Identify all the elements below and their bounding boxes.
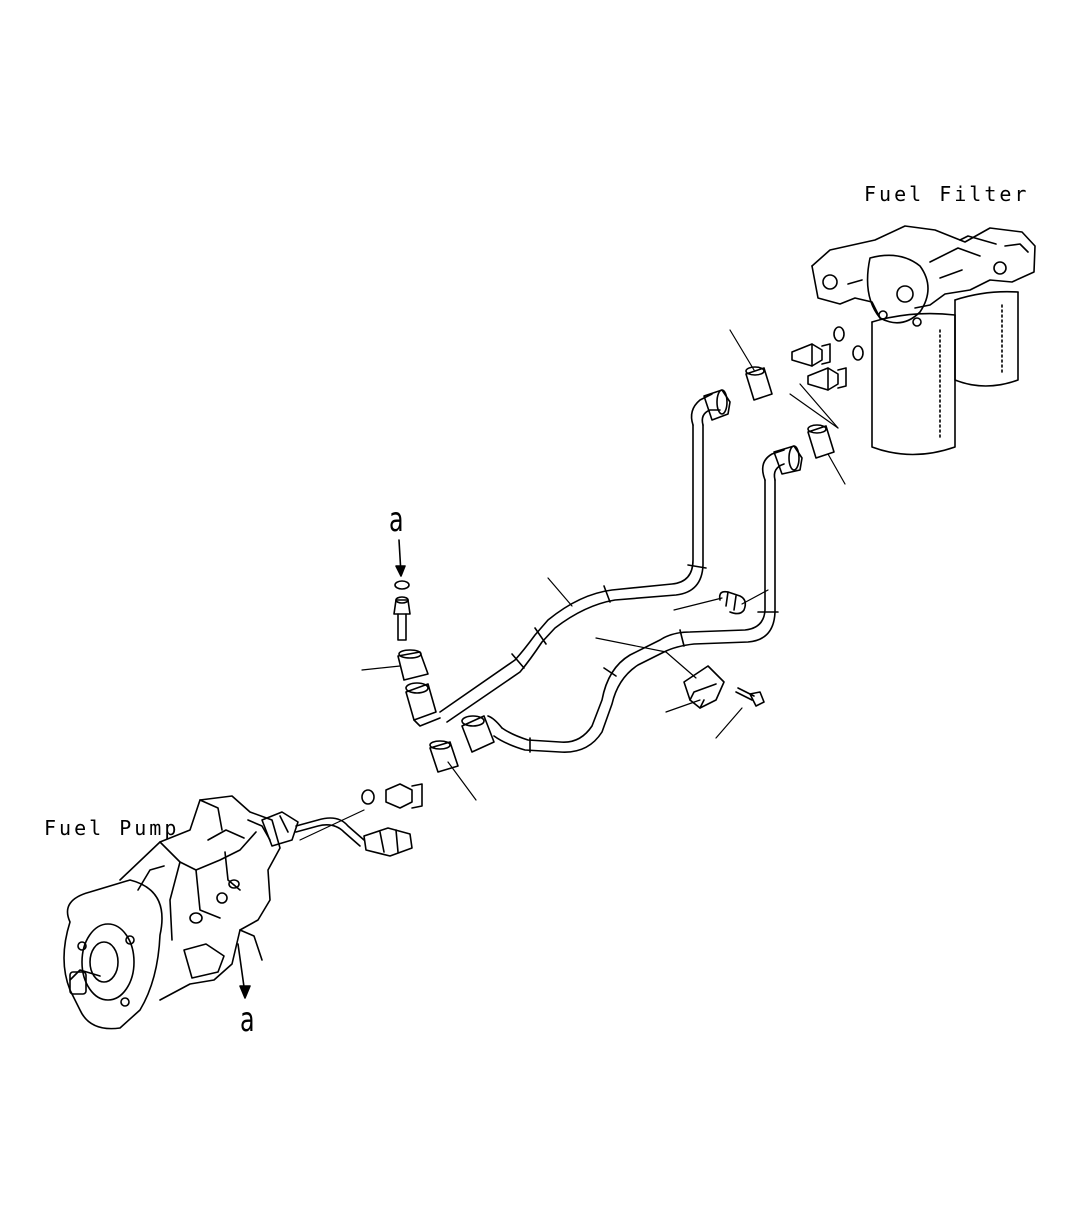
reference-label-bottom: a: [240, 1000, 255, 1040]
cap-lower: [807, 424, 835, 459]
fuel-filter-assembly: [811, 225, 1036, 456]
o-ring: [852, 345, 864, 361]
fuel-pump: [63, 795, 299, 1030]
cap-upper: [745, 366, 773, 401]
cap-left: [397, 649, 429, 681]
reference-arrow-top: [395, 539, 406, 577]
bolt: [735, 687, 765, 707]
filter-connector-lower: [807, 367, 847, 391]
o-ring: [394, 580, 410, 590]
filter-connector-upper: [791, 343, 831, 367]
hose-clip: [718, 590, 747, 615]
fuel-filter-label: Fuel Filter: [864, 182, 1030, 206]
sensor-harness: [295, 817, 413, 857]
fuel-hose-upper: [405, 389, 731, 727]
banjo-connector-top: [393, 596, 411, 641]
cap-bottom: [429, 740, 459, 773]
o-ring: [833, 326, 845, 342]
o-ring: [361, 789, 375, 805]
fuel-hose-lower: [461, 445, 803, 753]
reference-label-top: a: [389, 500, 404, 540]
reference-arrow-bottom: [237, 943, 251, 999]
banjo-connector-bottom: [385, 783, 423, 809]
bracket: [683, 665, 725, 709]
fuel-pump-label: Fuel Pump: [44, 816, 180, 840]
leader-lines: [299, 329, 846, 841]
